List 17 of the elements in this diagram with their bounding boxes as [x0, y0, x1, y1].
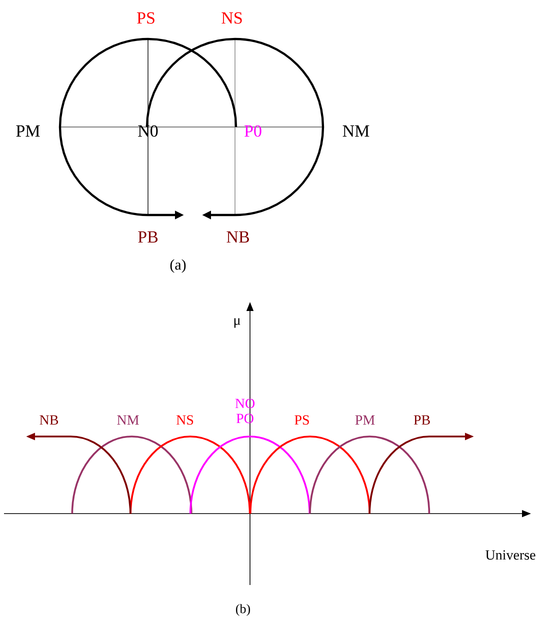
caption: (a) [170, 259, 186, 273]
term-label: NB [226, 231, 249, 243]
term-label: PS [137, 12, 154, 24]
term-label: NB [40, 415, 58, 425]
term-label: PB [414, 415, 430, 425]
term-label: NS [222, 12, 242, 24]
term-label: PS [294, 415, 309, 425]
term-label: PM [16, 125, 40, 137]
term-label: NS [176, 415, 194, 425]
term-label: PM [355, 415, 375, 425]
caption: (b) [236, 604, 250, 616]
term-label: P0 [244, 125, 262, 137]
axis-label: Universe [486, 550, 536, 560]
term-label: NM [342, 125, 370, 137]
term-label: PB [138, 231, 158, 243]
axis-label: μ [234, 318, 240, 328]
term-label: NM [117, 415, 139, 425]
